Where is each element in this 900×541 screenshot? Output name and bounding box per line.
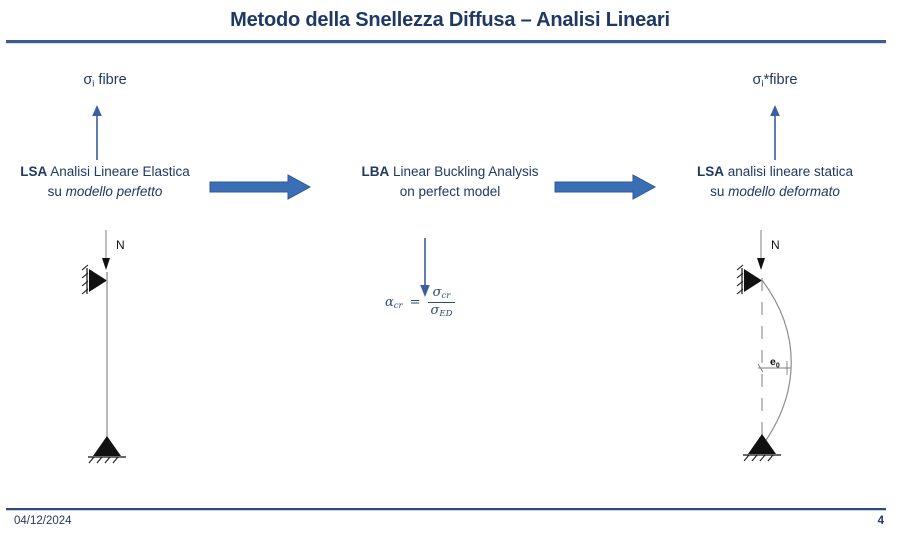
down-arrow-icon [420, 238, 430, 297]
up-arrow-icon [770, 105, 780, 160]
sigma-i-fibre-label: σi fibre [0, 72, 210, 89]
lsa-perfect-line2: su modello perfetto [0, 182, 210, 202]
sigma-symbol: σ [83, 72, 93, 88]
load-label-N: N [116, 238, 125, 252]
column-3-header: σi*fibre [665, 72, 885, 89]
lsa-perfect-line1: LSA Analisi Lineare Elastica [0, 162, 210, 182]
sigma-ratio: σcr σED [427, 285, 456, 320]
title-divider [6, 40, 886, 44]
column-3-step-label: LSA analisi lineare statica su modello d… [665, 162, 885, 201]
sigma-subscript: i [761, 78, 764, 90]
modello-perfetto-text: modello perfetto [65, 183, 163, 199]
column-1-header: σi fibre [0, 72, 210, 89]
lsa-code: LSA [696, 164, 724, 179]
lsa-description: Analisi Lineare Elastica [47, 164, 190, 179]
sigma-cr-term: σcr [432, 285, 451, 301]
deformed-column-diagram: N e0 [736, 230, 792, 462]
lba-description: Linear Buckling Analysis [389, 164, 539, 179]
lsa-description: analisi lineare statica [723, 164, 854, 179]
footer-date: 04/12/2024 [14, 515, 72, 527]
equals-sign: = [409, 295, 421, 311]
lsa-code: LSA [20, 164, 48, 179]
sigma-subscript: i [92, 78, 95, 90]
flow-arrow-1 [209, 174, 312, 200]
su-prefix: su [710, 183, 729, 199]
lsa-deformed-line1: LSA analisi lineare statica [665, 162, 885, 182]
eccentricity-label: e0 [770, 356, 780, 370]
footer-divider [6, 508, 886, 511]
fraction-bar [427, 302, 456, 304]
lsa-deformed-line2: su modello deformato [665, 182, 885, 202]
sigma-ed-term: σED [430, 303, 453, 320]
alpha-cr-term: αcr [385, 294, 403, 311]
lba-line1: LBA Linear Buckling Analysis [315, 162, 585, 182]
column-2-step-label: LBA Linear Buckling Analysis on perfect … [315, 162, 585, 201]
lba-line2: on perfect model [399, 183, 501, 199]
alpha-cr-formula: αcr = σcr σED [385, 285, 456, 320]
fibre-text: fibre [94, 72, 127, 88]
perfect-column-diagram: N [81, 230, 126, 464]
flow-arrow-2 [554, 174, 657, 200]
sigma-i-star-fibre-label: σi*fibre [665, 72, 885, 89]
su-prefix: su [47, 183, 66, 199]
lba-code: LBA [361, 164, 390, 179]
column-1-step-label: LSA Analisi Lineare Elastica su modello … [0, 162, 210, 201]
footer-page-number: 4 [877, 515, 884, 527]
load-label-N: N [771, 238, 780, 252]
fibre-text: *fibre [763, 72, 798, 88]
page-title: Metodo della Snellezza Diffusa – Analisi… [230, 9, 670, 31]
modello-deformato-text: modello deformato [728, 183, 840, 199]
sigma-symbol: σ [752, 72, 762, 88]
up-arrow-icon [92, 105, 102, 160]
